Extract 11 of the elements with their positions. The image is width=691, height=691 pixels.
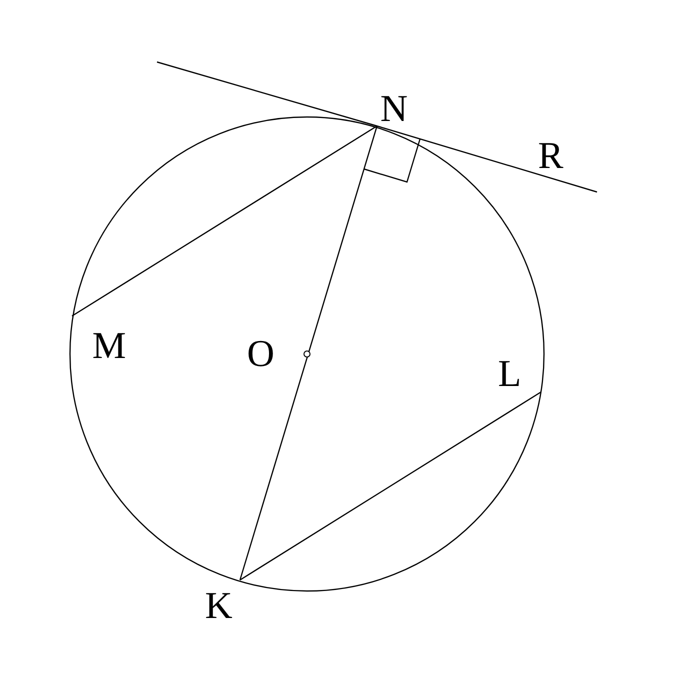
point-label: R bbox=[538, 140, 564, 172]
tangent-line bbox=[156, 61, 378, 127]
line-segment bbox=[239, 126, 378, 580]
point-label: O bbox=[247, 338, 274, 370]
point-label: N bbox=[380, 93, 408, 125]
point-label: K bbox=[205, 590, 232, 622]
line-segment bbox=[72, 126, 378, 316]
point-label: L bbox=[498, 358, 522, 390]
line-segment bbox=[240, 392, 542, 580]
point-label: M bbox=[92, 330, 126, 362]
tangent-line bbox=[376, 125, 598, 193]
